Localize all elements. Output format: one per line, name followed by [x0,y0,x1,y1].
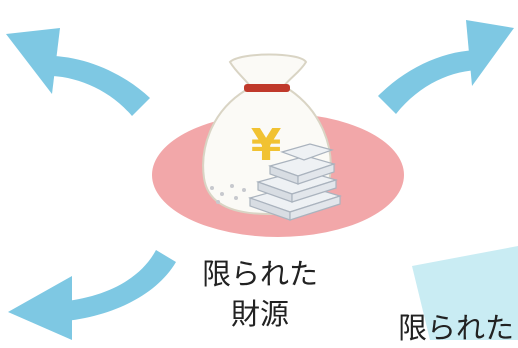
caption-line-1: 限られた [201,257,318,291]
arrow-up-left-icon [6,28,150,116]
partial-caption: 限られた [398,311,515,345]
caption-line-2: 財源 [230,297,289,331]
yen-symbol: ¥ [251,120,282,171]
coin-dots [210,184,246,204]
diagram-canvas: ¥ [6,20,518,340]
arrow-down-left-icon [8,250,176,340]
arrow-up-right-icon [378,20,514,114]
partial-panel [412,246,518,340]
banknote-stack-icon [248,143,343,221]
center-caption: 限られた 財源 [190,254,330,334]
